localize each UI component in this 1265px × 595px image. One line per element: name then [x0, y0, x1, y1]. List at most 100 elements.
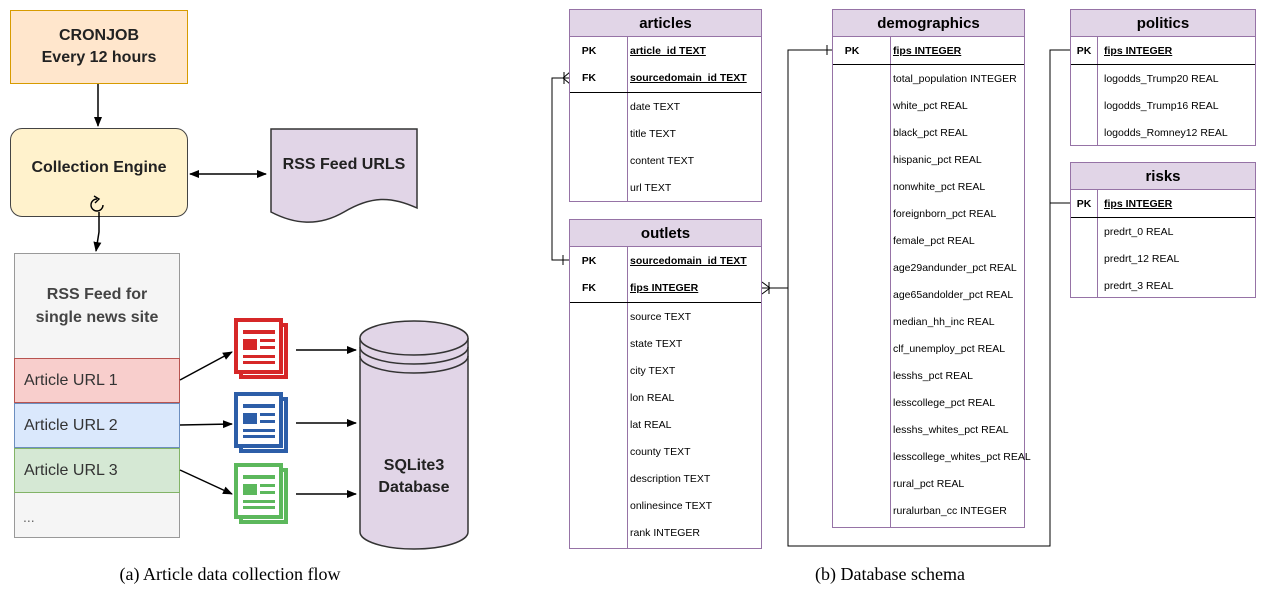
- key-type: PK: [1076, 44, 1092, 57]
- key-field: fips INTEGER: [1104, 197, 1173, 210]
- key-field: fips INTEGER: [893, 44, 962, 57]
- articles-outlets-relation: [551, 71, 571, 265]
- key-column-divider: [1097, 37, 1098, 145]
- field-name: onlinesince TEXT: [630, 499, 713, 512]
- field-name: foreignborn_pct REAL: [893, 207, 997, 220]
- field-name: content TEXT: [630, 154, 695, 167]
- key-field: fips INTEGER: [1104, 44, 1173, 57]
- field-row: rank INTEGER: [570, 519, 761, 546]
- cronjob-label: CRONJOB: [58, 27, 139, 44]
- field-name: title TEXT: [630, 127, 676, 140]
- field-row: predrt_3 REAL: [1071, 272, 1255, 299]
- table-articles: articles PK article_id TEXT FK sourcedom…: [569, 9, 762, 202]
- field-row: predrt_12 REAL: [1071, 245, 1255, 272]
- field-row: logodds_Romney12 REAL: [1071, 119, 1255, 146]
- url2-to-news-arrow: [179, 420, 233, 429]
- database-label-line2: Database: [378, 479, 450, 496]
- field-row: female_pct REAL: [833, 227, 1024, 254]
- field-row: title TEXT: [570, 120, 761, 147]
- collection-engine-label: Collection Engine: [31, 158, 167, 176]
- field-row: lesshs_whites_pct REAL: [833, 416, 1024, 443]
- url3-to-news-arrow: [179, 469, 233, 495]
- field-name: url TEXT: [630, 181, 672, 194]
- database-label-line1: SQLite3: [383, 457, 445, 474]
- field-name: ruralurban_cc INTEGER: [893, 504, 1007, 517]
- field-name: nonwhite_pct REAL: [893, 180, 986, 193]
- field-name: age29andunder_pct REAL: [893, 261, 1017, 274]
- field-row: lat REAL: [570, 411, 761, 438]
- field-row: lon REAL: [570, 384, 761, 411]
- key-type: FK: [582, 71, 596, 84]
- field-row: city TEXT: [570, 357, 761, 384]
- table-outlets: outlets PK sourcedomain_id TEXT FK fips …: [569, 219, 762, 549]
- collection-engine-box: Collection Engine: [10, 128, 188, 217]
- article-url-row-3: Article URL 3: [14, 448, 180, 493]
- ellipsis-label: ...: [23, 508, 35, 525]
- field-name: lat REAL: [630, 418, 672, 431]
- field-row: nonwhite_pct REAL: [833, 173, 1024, 200]
- field-name: lesscollege_pct REAL: [893, 396, 996, 409]
- key-type: FK: [582, 281, 596, 294]
- field-row: description TEXT: [570, 465, 761, 492]
- field-row: lesscollege_pct REAL: [833, 389, 1024, 416]
- table-risks: risks PK fips INTEGER predrt_0 REAL pred…: [1070, 162, 1256, 298]
- article-url-label: Article URL 1: [24, 371, 118, 389]
- field-row: total_population INTEGER: [833, 65, 1024, 92]
- field-name: description TEXT: [630, 472, 711, 485]
- rss-feed-header: RSS Feed for single news site: [14, 253, 180, 358]
- key-column-divider: [890, 37, 891, 527]
- field-row: logodds_Trump16 REAL: [1071, 92, 1255, 119]
- sqlite-database-cylinder: [359, 320, 469, 550]
- key-row: PK fips INTEGER: [833, 37, 1024, 64]
- field-name: city TEXT: [630, 364, 676, 377]
- key-row: PK sourcedomain_id TEXT: [570, 247, 761, 274]
- key-divider: [570, 302, 761, 303]
- field-name: rank INTEGER: [630, 526, 701, 539]
- cronjob-interval: Every 12 hours: [41, 49, 157, 66]
- field-name: white_pct REAL: [893, 99, 968, 112]
- rss-feed-urls-document: [270, 128, 418, 223]
- key-field: sourcedomain_id TEXT: [630, 254, 747, 267]
- field-name: black_pct REAL: [893, 126, 968, 139]
- field-name: logodds_Trump20 REAL: [1104, 72, 1219, 85]
- flow-connectors: [90, 84, 469, 550]
- field-name: predrt_12 REAL: [1104, 252, 1180, 265]
- field-name: lesscollege_whites_pct REAL: [893, 450, 1031, 463]
- field-row: url TEXT: [570, 174, 761, 201]
- key-divider: [1071, 217, 1255, 218]
- key-field: sourcedomain_id TEXT: [630, 71, 747, 84]
- field-name: source TEXT: [630, 310, 692, 323]
- field-row: state TEXT: [570, 330, 761, 357]
- field-row: hispanic_pct REAL: [833, 146, 1024, 173]
- field-name: predrt_0 REAL: [1104, 225, 1174, 238]
- table-title: demographics: [833, 10, 1024, 37]
- news-red-icon: [234, 318, 288, 379]
- field-name: logodds_Trump16 REAL: [1104, 99, 1219, 112]
- key-divider: [1071, 64, 1255, 65]
- key-row: FK sourcedomain_id TEXT: [570, 64, 761, 91]
- field-name: lon REAL: [630, 391, 675, 404]
- table-politics: politics PK fips INTEGER logodds_Trump20…: [1070, 9, 1256, 146]
- key-column-divider: [627, 37, 628, 201]
- field-row: predrt_0 REAL: [1071, 218, 1255, 245]
- field-name: age65andolder_pct REAL: [893, 288, 1014, 301]
- field-name: lesshs_whites_pct REAL: [893, 423, 1009, 436]
- field-name: date TEXT: [630, 100, 680, 113]
- key-row: FK fips INTEGER: [570, 274, 761, 301]
- field-row: rural_pct REAL: [833, 470, 1024, 497]
- fips-relation: [761, 45, 1070, 547]
- field-row: logodds_Trump20 REAL: [1071, 65, 1255, 92]
- key-column-divider: [627, 247, 628, 548]
- field-row: lesscollege_whites_pct REAL: [833, 443, 1031, 470]
- key-field: fips INTEGER: [630, 281, 699, 294]
- field-row: content TEXT: [570, 147, 761, 174]
- key-column-divider: [1097, 190, 1098, 297]
- article-url-row-more: ...: [14, 494, 180, 539]
- rss-feed-title-line1: RSS Feed for: [46, 285, 148, 303]
- field-name: female_pct REAL: [893, 234, 975, 247]
- field-row: age65andolder_pct REAL: [833, 281, 1024, 308]
- key-type: PK: [844, 44, 860, 57]
- field-row: county TEXT: [570, 438, 761, 465]
- rss-feed-title-line2: single news site: [35, 308, 159, 326]
- key-row: PK fips INTEGER: [1071, 190, 1255, 217]
